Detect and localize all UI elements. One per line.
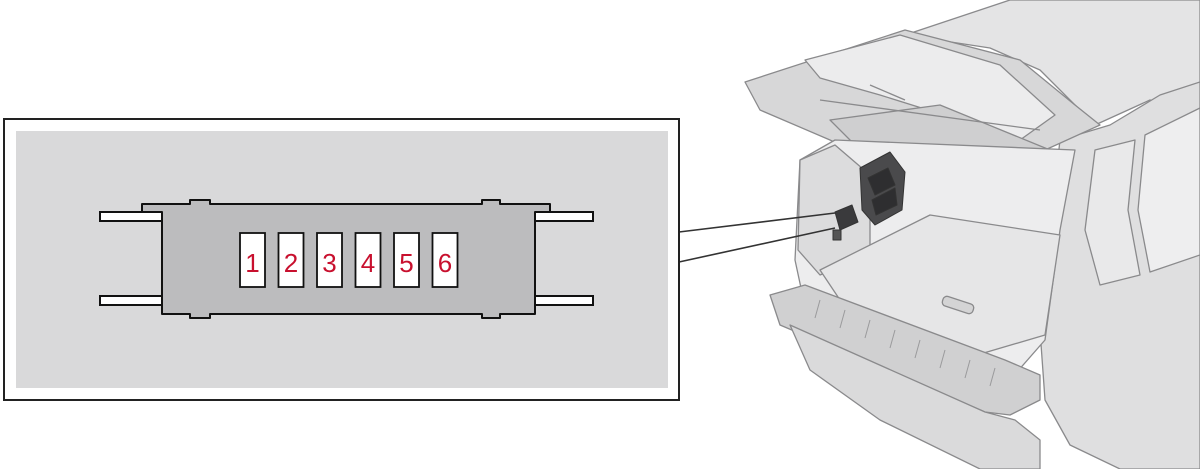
rear-side-window [1137,107,1200,273]
fuse-box-body [141,199,551,319]
floor-handle [941,295,975,315]
fuse-6 [431,232,459,288]
fuse-number-5: 5 [399,248,413,278]
callout-lines [678,212,836,263]
fuse-number-4: 4 [361,248,375,278]
fuse-number-1: 1 [245,248,259,278]
fuse-2 [277,232,305,288]
fuse-number-2: 2 [284,248,298,278]
tailgate-crease [819,99,1041,131]
fuse-3 [316,232,343,288]
car-fuse-box [832,151,906,241]
fuse-4 [354,232,382,288]
quarter-window [1084,139,1141,286]
fuse-1 [239,232,266,288]
tailgate-strut [869,84,906,101]
fuse-number-3: 3 [322,248,336,278]
car-illustration [744,0,1200,469]
fuse-number-6: 6 [438,248,452,278]
bumper-ribs [814,299,996,387]
fuse-5 [393,232,420,288]
bumper-lower [789,324,1041,469]
